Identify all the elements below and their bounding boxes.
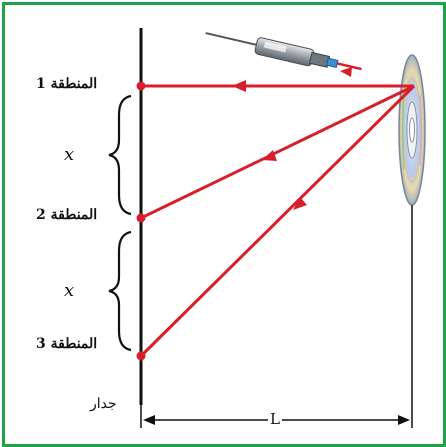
arrow-beam-1b bbox=[340, 67, 352, 77]
distance-label: L bbox=[268, 410, 282, 428]
brace-upper bbox=[108, 94, 132, 216]
brace-lower bbox=[108, 230, 132, 352]
zone-dots bbox=[136, 81, 146, 361]
zone-3-label: المنطقة 3 bbox=[36, 336, 98, 352]
beam-zone-3 bbox=[139, 84, 416, 358]
zone-3-dot bbox=[136, 351, 146, 361]
zone-2-dot bbox=[136, 213, 146, 223]
arrow-beam-2 bbox=[262, 150, 277, 161]
laser-pointer-icon bbox=[205, 32, 362, 71]
beams bbox=[139, 84, 416, 358]
wall-label: جدار bbox=[90, 396, 117, 412]
zone-1-label: المنطقة 1 bbox=[36, 76, 98, 92]
spacing-label-lower: x bbox=[64, 280, 75, 301]
arrow-beam-1a bbox=[232, 80, 246, 92]
arrow-beam-3 bbox=[293, 197, 307, 210]
beam-arrows bbox=[232, 67, 352, 210]
zone-2-label: المنطقة 2 bbox=[36, 207, 98, 223]
beam-zone-2 bbox=[140, 84, 415, 220]
distance-arrowheads bbox=[143, 415, 410, 425]
spacing-label-upper: x bbox=[64, 144, 75, 165]
compact-disc-icon bbox=[398, 54, 426, 206]
zone-1-dot bbox=[136, 81, 146, 91]
